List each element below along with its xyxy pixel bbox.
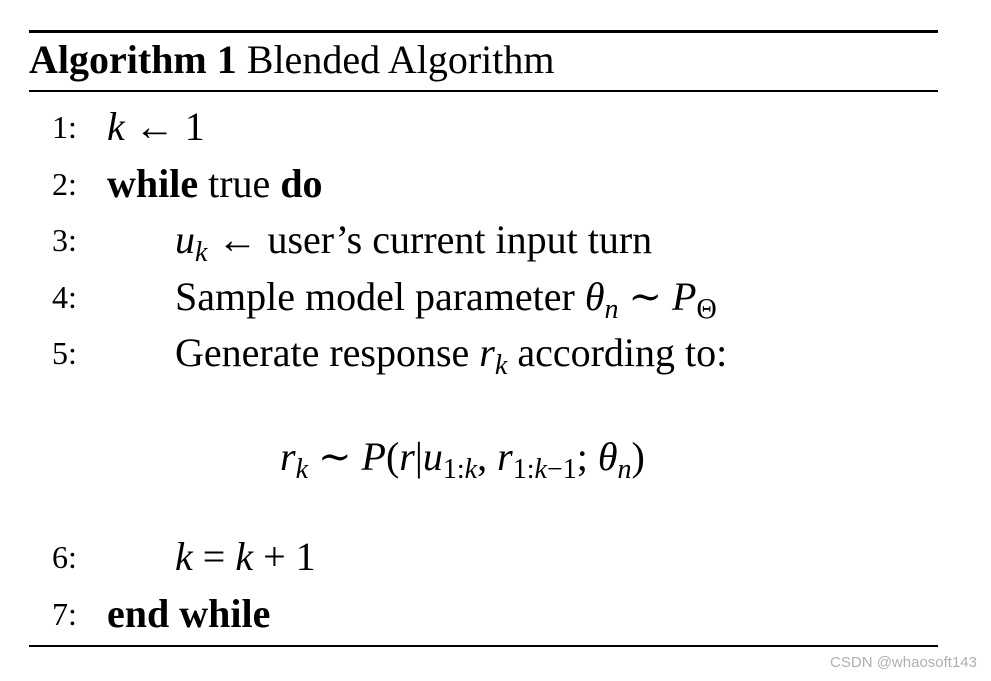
algorithm-title: Blended Algorithm xyxy=(246,37,555,82)
algorithm-line-7: 7: end while xyxy=(0,589,991,639)
line-number: 3: xyxy=(52,222,77,258)
bottom-rule xyxy=(29,645,938,647)
keyword-while: while xyxy=(107,161,199,206)
algorithm-line-3: 3: uk ← user’s current input turn xyxy=(0,215,991,268)
caption-rule xyxy=(29,90,938,92)
line-content: k = k + 1 xyxy=(175,534,316,579)
line-number: 7: xyxy=(52,596,77,632)
line-text: Sample model parameter xyxy=(175,274,575,319)
line-number: 1: xyxy=(52,109,77,145)
line-number: 6: xyxy=(52,539,77,575)
algorithm-label: Algorithm 1 xyxy=(29,37,237,82)
algorithm-line-2: 2: while true do xyxy=(0,159,991,209)
algorithm-caption: Algorithm 1 Blended Algorithm xyxy=(29,34,555,86)
algorithm-line-6: 6: k = k + 1 xyxy=(0,532,991,582)
line-number: 5: xyxy=(52,335,77,371)
top-rule xyxy=(29,30,938,33)
line-text: user’s current input turn xyxy=(267,217,653,262)
watermark: CSDN @whaosoft143 xyxy=(830,654,977,671)
algorithm-line-5: 5: Generate response rk according to: xyxy=(0,328,991,381)
line-content: while true do xyxy=(107,159,323,209)
keyword-do: do xyxy=(280,161,323,206)
algorithm-line-4: 4: Sample model parameter θn ∼ PΘ xyxy=(0,272,991,325)
line-number: 2: xyxy=(52,166,77,202)
line-number: 4: xyxy=(52,279,77,315)
line-content: uk ← user’s current input turn xyxy=(175,217,653,268)
line-content: k ← 1 xyxy=(107,104,205,149)
line-text-before: Generate response xyxy=(175,330,470,375)
line-content: Generate response rk according to: xyxy=(175,330,728,381)
algorithm-line-1: 1: k ← 1 xyxy=(0,102,991,152)
loop-condition: true xyxy=(208,161,271,206)
display-equation: rk ∼ P(r|u1:k, r1:k−1; θn) xyxy=(280,434,645,485)
line-content: Sample model parameter θn ∼ PΘ xyxy=(175,274,717,325)
line-content: end while xyxy=(107,589,270,639)
line-text-after: according to: xyxy=(517,330,728,375)
keyword-end-while: end while xyxy=(107,591,271,636)
